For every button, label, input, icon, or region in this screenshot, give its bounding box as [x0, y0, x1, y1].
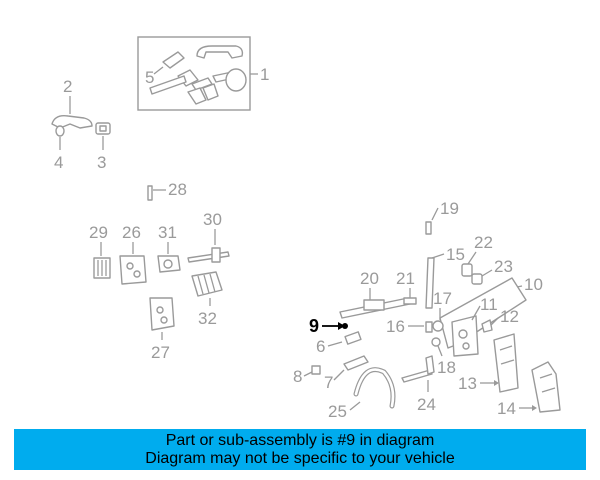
part-19-clip: [425, 221, 432, 235]
callout-8: 8: [293, 367, 302, 386]
part-10-latch-assembly: [439, 277, 527, 357]
part-23-clip: [471, 273, 483, 285]
part-12-spring: [481, 319, 493, 333]
part-2-handle: [51, 114, 93, 129]
callout-30: 30: [203, 210, 222, 229]
part-9-fastener: [342, 323, 348, 329]
callout-31: 31: [158, 223, 177, 242]
part-27-housing: [149, 297, 175, 331]
callout-24: 24: [417, 395, 436, 414]
part-14-bracket: [531, 361, 561, 413]
arrow-icon: [494, 380, 499, 386]
part-8-bolt: [311, 365, 321, 375]
callout-9-highlighted: 9: [309, 316, 319, 336]
callout-6: 6: [316, 337, 325, 356]
callout-19: 19: [440, 199, 459, 218]
callout-5: 5: [145, 68, 154, 87]
part-29-bracket: [93, 257, 111, 279]
callout-1: 1: [260, 65, 269, 84]
callout-2: 2: [63, 77, 72, 96]
callout-4: 4: [54, 153, 63, 172]
caption-banner: Part or sub-assembly is #9 in diagram Di…: [14, 429, 586, 470]
part-25-seal: [353, 367, 396, 409]
part-4-seal: [55, 125, 65, 137]
part-3-bezel: [95, 122, 111, 135]
part-24-rod: [401, 355, 435, 383]
part-16-pin: [425, 321, 433, 333]
part-31-actuator: [157, 255, 181, 273]
callout-16: 16: [386, 317, 405, 336]
part-22-clip: [461, 263, 473, 277]
part-17-clip: [432, 320, 444, 332]
part-26-latch: [119, 255, 147, 285]
part-30-rod: [187, 247, 230, 263]
callout-29: 29: [89, 223, 108, 242]
callout-11: 11: [480, 295, 498, 314]
callout-13: 13: [458, 374, 477, 393]
callout-25: 25: [328, 402, 347, 421]
callout-17: 17: [433, 289, 452, 308]
callout-27: 27: [151, 343, 170, 362]
callout-22: 22: [474, 233, 493, 252]
callout-7: 7: [324, 373, 333, 392]
part-28-pin: [147, 185, 153, 201]
callout-14: 14: [497, 399, 516, 418]
caption-line-2: Diagram may not be specific to your vehi…: [145, 449, 455, 467]
arrow-icon: [532, 405, 537, 411]
arrow-icon: [338, 322, 345, 330]
part-1-handle-kit: [149, 45, 247, 105]
callout-28: 28: [168, 180, 187, 199]
part-32-boot: [191, 271, 223, 297]
part-6-clip: [344, 331, 362, 345]
callout-18: 18: [437, 358, 456, 377]
part-13-bracket: [493, 333, 519, 393]
parts-diagram: 1 5 2 4 3 28 29 26 31 30: [51, 36, 561, 421]
caption-line-1: Part or sub-assembly is #9 in diagram: [165, 431, 435, 449]
callout-15: 15: [446, 245, 465, 264]
callout-10: 10: [524, 275, 543, 294]
callout-20: 20: [360, 269, 379, 288]
callout-12: 12: [500, 307, 519, 326]
callout-21: 21: [396, 269, 415, 288]
callout-26: 26: [122, 223, 141, 242]
part-18-clip: [431, 337, 441, 347]
callout-32: 32: [198, 309, 217, 328]
part-21-clip: [403, 297, 417, 305]
part-7-lever: [343, 355, 369, 371]
part-15-rod: [425, 257, 435, 309]
callout-3: 3: [97, 153, 106, 172]
callout-23: 23: [494, 257, 513, 276]
part-20-cable: [339, 297, 411, 319]
